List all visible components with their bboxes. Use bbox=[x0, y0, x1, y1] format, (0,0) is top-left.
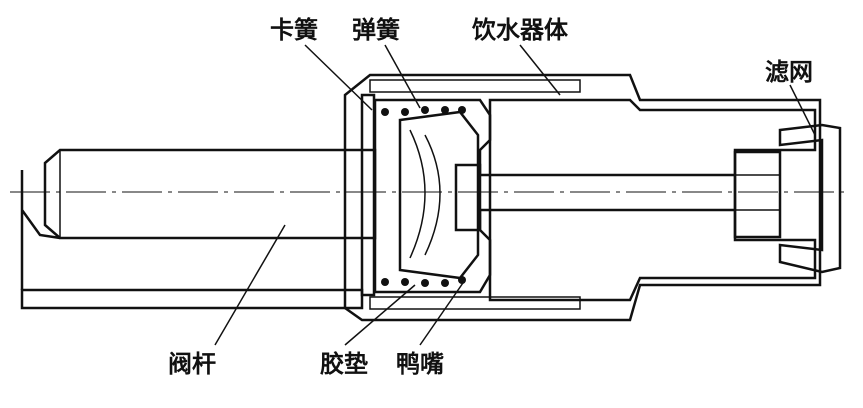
duckbill bbox=[373, 98, 492, 294]
circlip bbox=[360, 93, 376, 297]
drinker-body bbox=[343, 73, 822, 322]
label-valve-stem: 阀杆 bbox=[168, 350, 216, 378]
valve-stem bbox=[20, 148, 377, 290]
housing-lower-wall bbox=[20, 288, 364, 310]
filter-screen bbox=[733, 123, 842, 274]
label-circlip: 卡簧 bbox=[270, 16, 318, 44]
label-duckbill: 鸭嘴 bbox=[396, 350, 444, 378]
label-spring: 弹簧 bbox=[352, 16, 400, 44]
label-rubber-gasket: 胶垫 bbox=[320, 350, 368, 378]
spring bbox=[381, 106, 466, 287]
rubber-gasket bbox=[454, 163, 482, 232]
label-filter: 滤网 bbox=[765, 58, 813, 86]
leader-lines bbox=[214, 44, 816, 346]
label-drinker-body: 饮水器体 bbox=[471, 16, 569, 44]
